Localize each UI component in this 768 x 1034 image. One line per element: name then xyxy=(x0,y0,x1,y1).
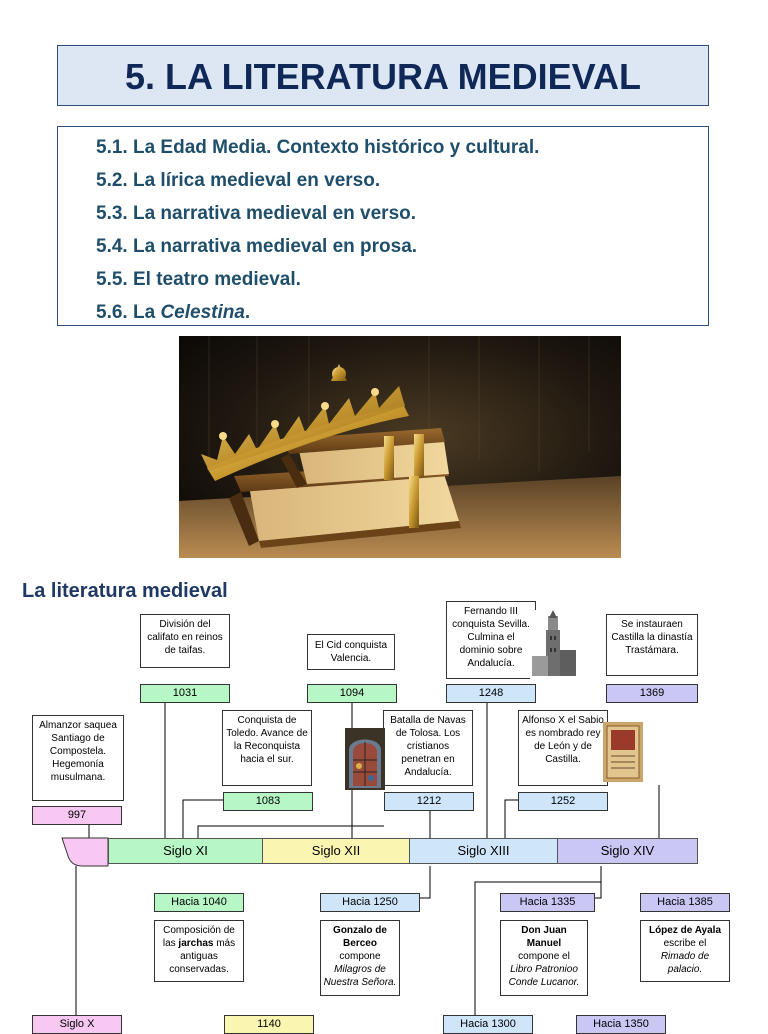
year-997: 997 xyxy=(32,806,122,825)
toc-list: 5.1. La Edad Media. Contexto histórico y… xyxy=(58,127,708,329)
year-hacia-1350: Hacia 1350 xyxy=(576,1015,666,1034)
page-title: 5. LA LITERATURA MEDIEVAL xyxy=(125,56,641,97)
manuscript-image xyxy=(603,722,643,782)
title-banner: 5. LA LITERATURA MEDIEVAL xyxy=(57,45,709,106)
event-jarchas: Composición de las jarchas más antiguas … xyxy=(154,920,244,982)
year-1031: 1031 xyxy=(140,684,230,703)
year-1094: 1094 xyxy=(307,684,397,703)
event-fernando: Fernando III conquista Sevilla. Culmina … xyxy=(446,601,536,679)
toc-item: 5.4. La narrativa medieval en prosa. xyxy=(96,236,418,257)
century-segment: Siglo XI xyxy=(108,838,263,864)
timeline-start-arrow xyxy=(61,837,109,867)
century-segment: Siglo XIV xyxy=(557,838,698,864)
event-toledo: Conquista de Toledo. Avance de la Reconq… xyxy=(222,710,312,786)
toc-item: 5.6. La Celestina. xyxy=(96,302,251,323)
timeline-heading: La literatura medieval xyxy=(22,580,228,602)
year-1140: 1140 xyxy=(224,1015,314,1034)
year-hacia-1040: Hacia 1040 xyxy=(154,893,244,912)
year-1083: 1083 xyxy=(223,792,313,811)
toc-item: 5.5. El teatro medieval. xyxy=(96,269,301,290)
year-1212: 1212 xyxy=(384,792,474,811)
toc-item: 5.3. La narrativa medieval en verso. xyxy=(96,203,417,224)
event-trastamara: Se instauraen Castilla la dinastía Trast… xyxy=(606,614,698,676)
year-1252: 1252 xyxy=(518,792,608,811)
year-hacia-1385: Hacia 1385 xyxy=(640,893,730,912)
table-of-contents: 5.1. La Edad Media. Contexto histórico y… xyxy=(57,126,709,326)
toc-item: 5.2. La lírica medieval en verso. xyxy=(96,170,381,191)
year-1248: 1248 xyxy=(446,684,536,703)
event-cid: El Cid conquista Valencia. xyxy=(307,634,395,670)
stained-glass-image xyxy=(345,728,385,790)
century-segment: Siglo XII xyxy=(262,838,410,864)
event-almanzor: Almanzor saquea Santiago de Compostela. … xyxy=(32,715,124,801)
crown-books-illustration xyxy=(179,336,621,558)
year-siglo-x: Siglo X xyxy=(32,1015,122,1034)
event-califato: División del califato en reinos de taifa… xyxy=(140,614,230,668)
crown-books-image xyxy=(179,336,621,558)
event-navas: Batalla de Navas de Tolosa. Los cristian… xyxy=(383,710,473,786)
event-alfonso: Alfonso X el Sabio es nombrado rey de Le… xyxy=(518,710,608,786)
year-1369: 1369 xyxy=(606,684,698,703)
year-hacia-1335: Hacia 1335 xyxy=(500,893,595,912)
year-hacia-1250: Hacia 1250 xyxy=(320,893,420,912)
century-segment: Siglo XIII xyxy=(409,838,558,864)
giralda-tower-image xyxy=(530,610,578,680)
year-hacia-1300: Hacia 1300 xyxy=(443,1015,533,1034)
toc-item: 5.1. La Edad Media. Contexto histórico y… xyxy=(96,137,540,158)
